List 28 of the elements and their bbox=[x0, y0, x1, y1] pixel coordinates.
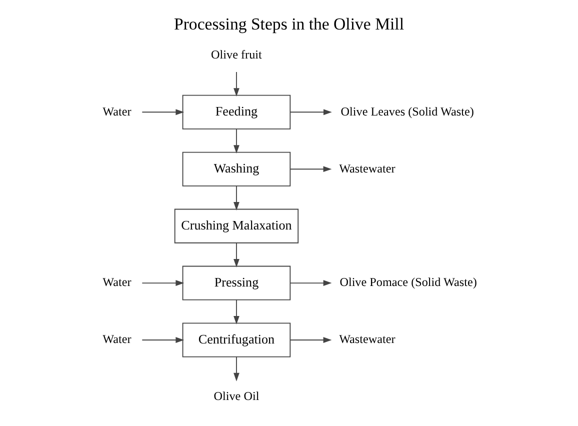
node-box: Washing bbox=[182, 152, 291, 186]
arrow bbox=[234, 242, 240, 268]
arrow bbox=[290, 280, 332, 286]
node-text: Olive fruit bbox=[211, 47, 262, 62]
node-box: Crushing Malaxation bbox=[174, 208, 299, 244]
node-box: Feeding bbox=[182, 94, 291, 130]
arrow bbox=[290, 166, 332, 172]
arrow bbox=[234, 356, 240, 382]
arrow bbox=[234, 72, 240, 97]
node-text: Olive Leaves (Solid Waste) bbox=[340, 104, 474, 118]
arrow bbox=[234, 128, 240, 154]
arrow bbox=[290, 337, 332, 343]
node-text: Wastewater bbox=[339, 332, 396, 346]
arrow bbox=[234, 299, 240, 324]
node-box: Centrifugation bbox=[182, 322, 291, 358]
arrow bbox=[234, 186, 240, 210]
node-text: Water bbox=[102, 275, 132, 290]
arrow bbox=[290, 109, 332, 116]
node-text: Water bbox=[102, 104, 132, 118]
arrow bbox=[142, 109, 184, 116]
node-text: Olive Pomace (Solid Waste) bbox=[340, 275, 477, 290]
diagram-title: Processing Steps in the Olive Mill bbox=[174, 14, 404, 34]
node-text: Water bbox=[102, 332, 132, 346]
node-text: Wastewater bbox=[339, 161, 396, 176]
arrow bbox=[142, 337, 184, 343]
node-text: Olive Oil bbox=[214, 389, 260, 404]
arrow bbox=[142, 280, 184, 286]
node-box: Pressing bbox=[182, 266, 291, 300]
